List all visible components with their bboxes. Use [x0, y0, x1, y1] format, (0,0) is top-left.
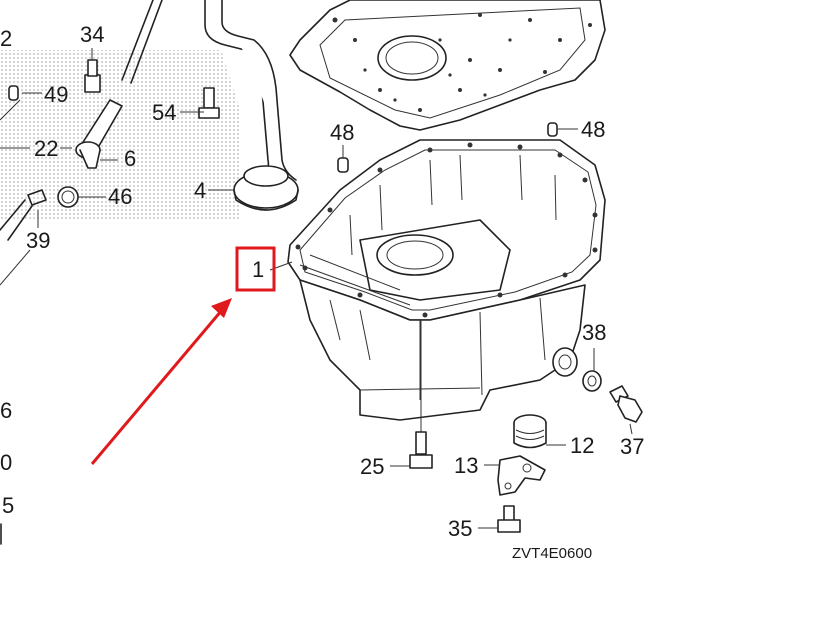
leader-lines — [0, 48, 633, 529]
part-label-edge-0: 0 — [0, 450, 12, 475]
part-label-2: 2 — [0, 26, 12, 51]
part-label-edge-5: 5 — [2, 493, 14, 518]
part-labels: 2 34 49 54 22 6 46 4 39 48 48 1 38 37 12… — [0, 22, 644, 545]
part-label-35: 35 — [448, 516, 472, 541]
bolt-25 — [409, 320, 433, 469]
part-label-4: 4 — [194, 178, 206, 203]
highlight-box — [235, 246, 276, 292]
part-label-39: 39 — [26, 228, 50, 253]
part-label-edge-6: 6 — [0, 398, 12, 423]
highlight-arrow — [90, 309, 224, 465]
diagram-code: ZVT4E0600 — [512, 545, 592, 562]
bolt-35 — [497, 505, 521, 533]
part-label-22: 22 — [34, 136, 58, 161]
part-label-13: 13 — [454, 453, 478, 478]
part-label-34: 34 — [80, 22, 104, 47]
part-label-54: 54 — [152, 100, 176, 125]
bracket-13 — [497, 455, 546, 496]
faded-background — [0, 50, 240, 220]
part-label-25: 25 — [360, 454, 384, 479]
bolt-54 — [198, 87, 220, 119]
part-label-1: 1 — [252, 257, 264, 282]
left-parts — [0, 59, 123, 286]
arrow-head — [211, 298, 232, 318]
part-label-6: 6 — [124, 146, 136, 171]
oil-pan — [287, 139, 606, 421]
part-label-37: 37 — [620, 434, 644, 459]
drain-plug-12 — [513, 414, 547, 449]
part-label-46: 46 — [108, 184, 132, 209]
highlight-annotation — [90, 246, 276, 465]
oil-strainer — [121, 0, 299, 211]
washer-38 — [582, 370, 602, 392]
bolt-37 — [609, 385, 643, 423]
part-label-49: 49 — [44, 82, 68, 107]
part-label-38: 38 — [582, 320, 606, 345]
part-label-48a: 48 — [330, 120, 354, 145]
dowel-pin-48a — [337, 157, 349, 173]
dowel-pin-48b — [547, 122, 558, 137]
gasket-upper — [289, 0, 606, 131]
part-label-48b: 48 — [581, 117, 605, 142]
part-label-12: 12 — [570, 433, 594, 458]
